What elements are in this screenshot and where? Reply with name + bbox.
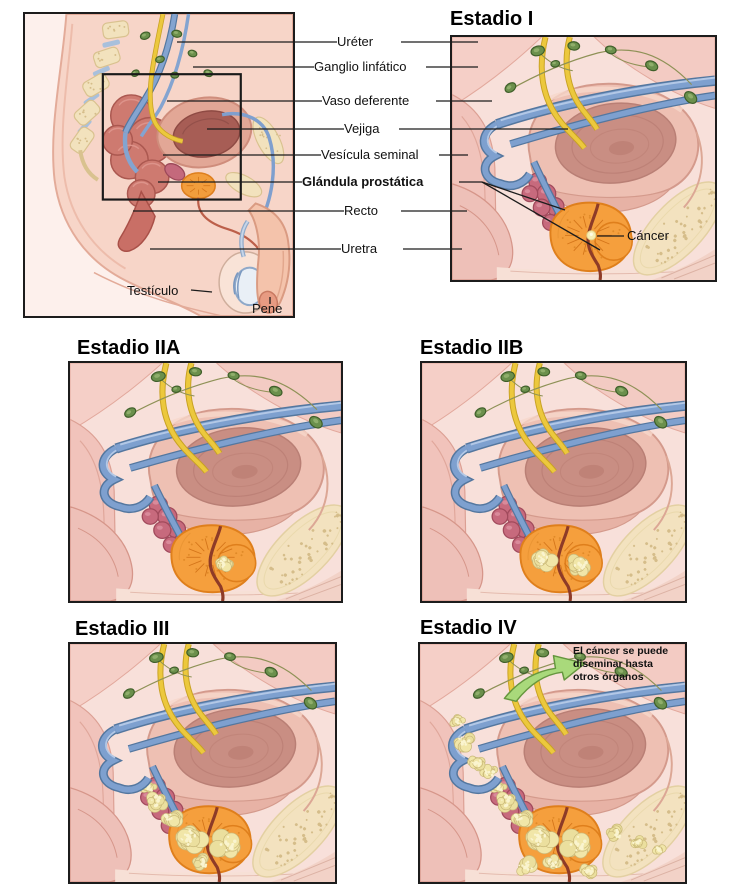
anatomy-label-3: Vaso deferente	[322, 93, 410, 108]
stage-iv-note-line-1: El cáncer se puede	[573, 645, 669, 657]
stage-title-iia: Estadio IIA	[77, 337, 181, 359]
stage-title-iv: Estadio IV	[420, 617, 517, 639]
anatomy-label-5: Vesícula seminal	[321, 147, 419, 162]
anatomy-label-4: Vejiga	[344, 121, 380, 136]
panel-stage-iib	[420, 361, 687, 603]
stage-title-iib: Estadio IIB	[420, 337, 524, 359]
testicle-label: Testículo	[127, 283, 179, 298]
panel-stage-i	[450, 35, 717, 282]
anatomy-label-2: Ganglio linfático	[314, 59, 407, 74]
stage-title-i: Estadio I	[450, 8, 534, 30]
anatomy-label-8: Uretra	[341, 241, 378, 256]
stage-iv-note-line-2: diseminar hasta	[573, 657, 653, 670]
penis-label: Pene	[252, 301, 283, 316]
panel-overview-anatomy	[23, 12, 295, 318]
stage-title-iii: Estadio III	[75, 618, 170, 640]
cancer-label: Cáncer	[627, 228, 669, 243]
stage-iv-spread-note: El cáncer se puede diseminar hasta otros…	[573, 645, 668, 683]
stage-iv-note-line-3: otros órganos	[573, 670, 644, 683]
anatomy-label-6: Glándula prostática	[302, 174, 424, 189]
anatomy-label-7: Recto	[344, 203, 378, 218]
anatomy-label-1: Uréter	[337, 34, 374, 49]
panel-stage-iia	[68, 361, 343, 603]
panel-stage-iii	[68, 642, 337, 884]
panel-stage-iv	[418, 642, 687, 884]
